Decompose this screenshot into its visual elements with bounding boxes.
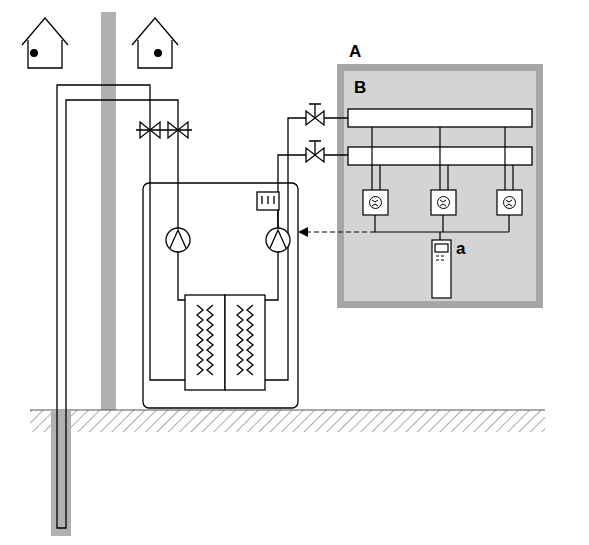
unit-housing xyxy=(143,183,298,408)
room-area xyxy=(344,71,536,301)
fan-symbol xyxy=(504,197,516,209)
wall xyxy=(101,12,116,410)
fan-coil-unit xyxy=(497,190,522,215)
valve-bypass xyxy=(136,129,192,130)
water-pipe xyxy=(277,210,278,228)
brine-pipe xyxy=(178,130,185,300)
brine-pipe xyxy=(150,130,185,380)
callout-letter: a xyxy=(456,240,465,257)
control-signal xyxy=(306,231,375,232)
control-wires xyxy=(375,215,509,232)
controller xyxy=(432,240,451,298)
valve-stem xyxy=(309,104,321,118)
arrowhead xyxy=(298,227,308,237)
fan-coil-unit xyxy=(363,190,388,215)
fan-symbol xyxy=(438,197,450,209)
water-pipe xyxy=(265,118,308,380)
pump xyxy=(166,228,190,252)
controller-wire xyxy=(439,232,440,240)
house-dot xyxy=(154,49,162,57)
borehole xyxy=(51,410,71,536)
supply-header xyxy=(348,109,532,127)
heat-exchanger xyxy=(225,295,265,390)
building-frame xyxy=(337,64,543,308)
fan-coil-pipes xyxy=(372,127,513,190)
ground-loop-pipe xyxy=(57,85,178,528)
fan-coil-unit xyxy=(431,190,456,215)
room-area: B xyxy=(344,71,536,301)
fan-blades xyxy=(372,200,512,206)
vessel-lines xyxy=(262,196,274,204)
exchanger-coil xyxy=(237,305,253,375)
ground-hatch xyxy=(30,410,545,432)
fan-symbol xyxy=(370,197,382,209)
heat-exchanger xyxy=(185,295,225,390)
water-pipe xyxy=(265,155,308,300)
house-dot xyxy=(30,49,38,57)
water-pipe xyxy=(322,118,348,155)
area-letter: B xyxy=(354,79,366,96)
controller-buttons xyxy=(436,256,444,260)
pump xyxy=(266,228,290,252)
pump-symbol xyxy=(270,230,286,248)
area-letter: A xyxy=(349,43,361,60)
house-icon xyxy=(132,18,178,68)
exchanger-coil xyxy=(197,305,213,375)
ground-line xyxy=(30,410,545,411)
controller-screen xyxy=(435,244,448,252)
house-icon xyxy=(22,18,68,68)
pump-symbol xyxy=(170,230,186,248)
valve-stem xyxy=(309,141,321,155)
building-area: AB xyxy=(337,40,543,308)
expansion-vessel xyxy=(257,192,279,210)
